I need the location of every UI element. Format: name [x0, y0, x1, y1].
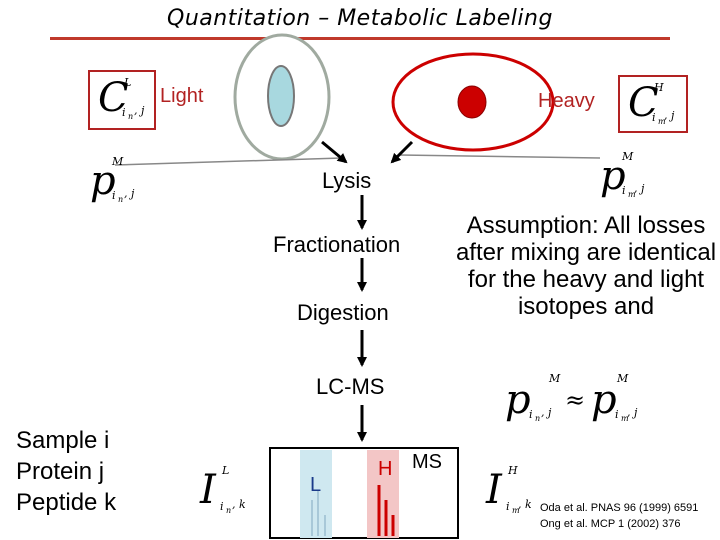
heavy-label: Heavy [538, 90, 595, 112]
light-peak-label: L [310, 474, 322, 496]
peptide-line: Peptide k [16, 489, 117, 516]
equality-equation: p M i n , j ≈ p M i m , j [505, 372, 638, 423]
lcms-step: LC-MS [316, 374, 385, 399]
heavy-cell-nucleus [457, 85, 487, 119]
light-intensity-symbol: I L i n , k [200, 464, 246, 515]
sample-legend: Sample i Protein j Peptide k [16, 425, 116, 518]
light-label: Light [160, 85, 204, 107]
references: Oda et al. PNAS 96 (1999) 6591 Ong et al… [540, 500, 698, 532]
title-underline [50, 37, 670, 40]
sample-line: Sample i [16, 427, 110, 454]
lysis-step: Lysis [322, 168, 372, 193]
approx-symbol: ≈ [565, 386, 586, 414]
page-title: Quantitation – Metabolic Labeling [167, 6, 553, 31]
reference-1: Oda et al. PNAS 96 (1999) 6591 [540, 502, 699, 514]
light-concentration-symbol: C L i n , j [88, 70, 156, 130]
heavy-protein-symbol: p M i m , j [600, 150, 645, 199]
heavy-intensity-symbol: I H i m , k [486, 464, 532, 515]
reference-2: Ong et al. MCP 1 (2002) 376 [540, 518, 681, 530]
light-protein-symbol: p M i n , j [90, 155, 135, 204]
fractionation-step: Fractionation [273, 232, 401, 257]
protein-line: Protein j [16, 458, 105, 485]
heavy-concentration-symbol: C H i m , j [618, 75, 688, 133]
assumption-text: Assumption: All losses after mixing are … [455, 212, 717, 320]
heavy-peak-label: H [378, 458, 393, 480]
light-cell-nucleus [267, 65, 295, 127]
light-spectrum-band [300, 450, 332, 538]
ms-label: MS [412, 451, 442, 473]
digestion-step: Digestion [297, 300, 389, 325]
